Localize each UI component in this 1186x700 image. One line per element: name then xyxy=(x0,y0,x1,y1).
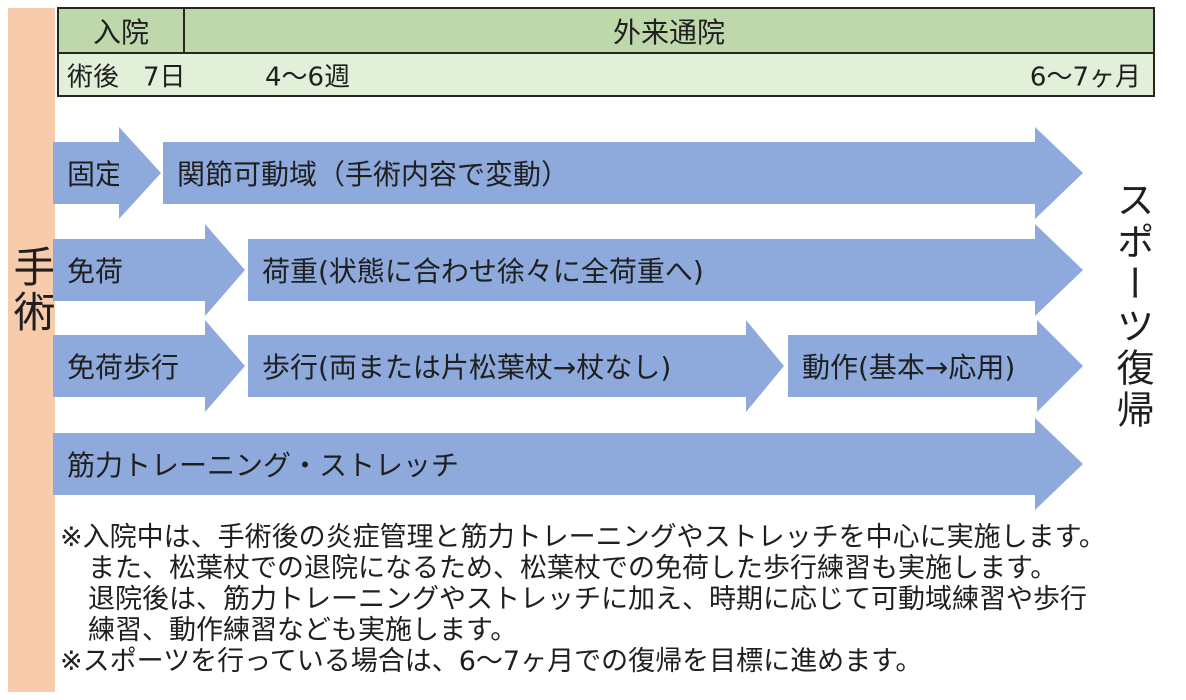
arrow-strength: 筋力トレーニング・ストレッチ xyxy=(53,418,1083,510)
note-line: 練習、動作練習なども実施します。 xyxy=(88,615,518,646)
phase-outpatient: 外来通院 xyxy=(612,15,725,49)
note-line: ※スポーツを行っている場合は、6～7ヶ月での復帰を目標に進めます。 xyxy=(60,646,923,677)
note-line: また、松葉杖での退院になるため、松葉杖での免荷した歩行練習も実施します。 xyxy=(88,553,1058,584)
arrow-rom: 関節可動域（手術内容で変動） xyxy=(163,127,1083,219)
arrow-walking: 歩行(両または片松葉杖→杖なし) xyxy=(248,320,784,412)
arrow-non-weight-walking-label: 免荷歩行 xyxy=(53,335,205,397)
phase-header-table: 入院 外来通院 術後 7日 4～6週 6～7ヶ月 xyxy=(57,7,1155,97)
arrow-fixation-label: 固定 xyxy=(53,142,123,204)
arrow-movement-label: 動作(基本→応用) xyxy=(788,335,1037,397)
footnotes: ※入院中は、手術後の炎症管理と筋力トレーニングやストレッチを中心に実施します。 … xyxy=(60,522,1176,677)
arrow-non-weight-bearing: 免荷 xyxy=(53,224,245,316)
arrow-non-weight-bearing-label: 免荷 xyxy=(53,239,205,301)
arrow-walking-label: 歩行(両または片松葉杖→杖なし) xyxy=(248,335,746,397)
arrow-movement: 動作(基本→応用) xyxy=(788,320,1083,412)
arrow-head xyxy=(1035,418,1083,510)
arrow-head xyxy=(1035,224,1083,316)
arrow-head xyxy=(205,224,245,316)
timeline-month67-label: 6～7ヶ月 xyxy=(1029,62,1141,92)
timeline-week46-label: 4～6週 xyxy=(265,62,351,92)
arrow-head xyxy=(1037,320,1083,412)
timeline-row: 術後 7日 4～6週 6～7ヶ月 xyxy=(59,52,1153,95)
arrow-non-weight-walking: 免荷歩行 xyxy=(53,320,245,412)
arrow-weight-bearing-label: 荷重(状態に合わせ徐々に全荷重へ) xyxy=(248,239,1035,301)
arrow-weight-bearing: 荷重(状態に合わせ徐々に全荷重へ) xyxy=(248,224,1083,316)
phase-row: 入院 外来通院 xyxy=(59,9,1153,52)
arrow-head xyxy=(205,320,245,412)
note-line: 退院後は、筋力トレーニングやストレッチに加え、時期に応じて可動域練習や歩行 xyxy=(88,584,1087,615)
arrow-rom-label: 関節可動域（手術内容で変動） xyxy=(163,142,1035,204)
note-line: ※入院中は、手術後の炎症管理と筋力トレーニングやストレッチを中心に実施します。 xyxy=(60,522,1106,553)
surgery-label: 手術 xyxy=(7,245,56,335)
arrow-head xyxy=(746,320,784,412)
surgery-bar xyxy=(8,8,55,692)
arrow-head xyxy=(1035,127,1083,219)
arrow-fixation: 固定 xyxy=(53,127,161,219)
timeline-postop-label: 術後 xyxy=(67,62,120,92)
phase-inpatient: 入院 xyxy=(59,9,185,52)
sports-return-label: スポーツ復帰 xyxy=(1110,180,1154,432)
arrow-head xyxy=(119,127,161,219)
timeline-day7-label: 7日 xyxy=(143,62,186,92)
arrow-strength-label: 筋力トレーニング・ストレッチ xyxy=(53,433,1035,495)
